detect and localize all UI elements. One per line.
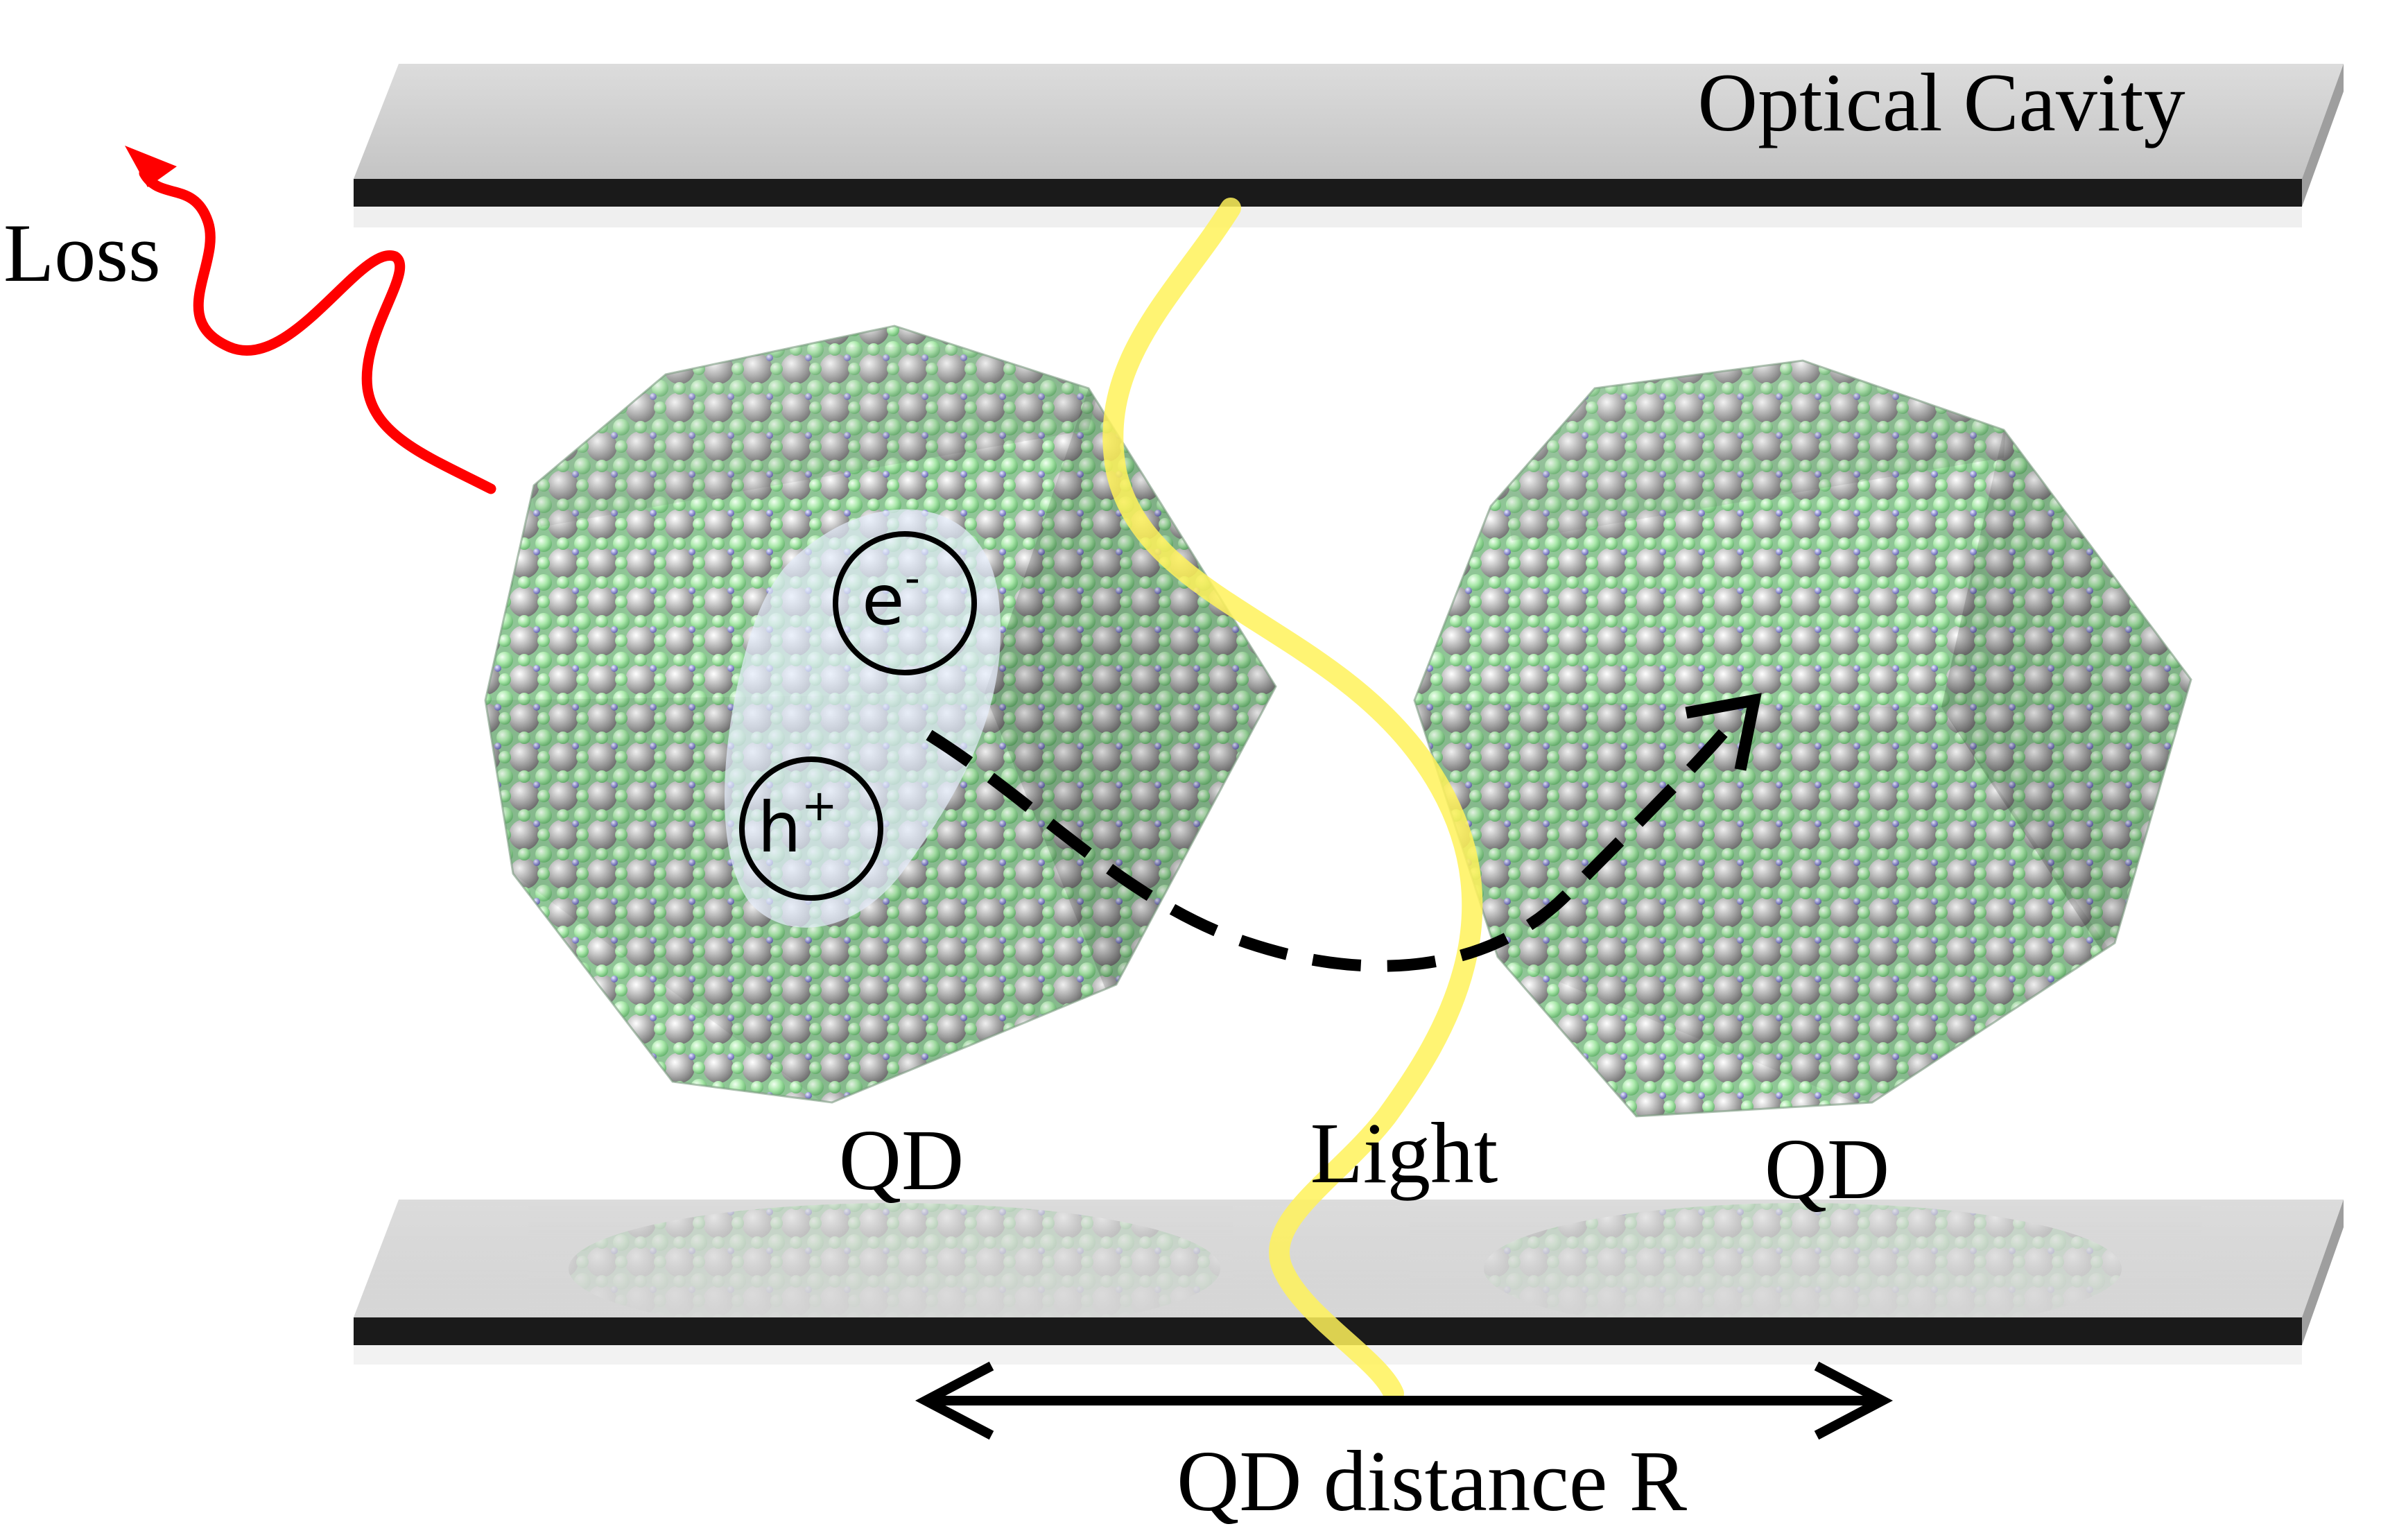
bottom-mirror-shadow	[354, 1345, 2302, 1365]
electron-charge: -	[905, 553, 920, 603]
top-mirror-shadow	[354, 207, 2302, 227]
quantum-dot-right	[1413, 359, 2192, 1118]
top-mirror-face	[354, 64, 2344, 179]
cavity-label: Optical Cavity	[1697, 56, 2185, 148]
light-beam	[1102, 198, 1483, 1404]
energy-transfer-arrow	[926, 693, 1762, 972]
electron-circle	[833, 531, 977, 675]
top-mirror-edge	[354, 179, 2302, 207]
svg-text:h+: h+	[757, 780, 837, 868]
loss-wave	[139, 168, 496, 494]
distance-label: QD distance R	[1177, 1434, 1688, 1530]
distance-arrow-head-right	[1814, 1361, 1894, 1440]
hole-charge: +	[802, 780, 838, 831]
hole-label: h	[757, 787, 801, 868]
dashed-transfer-path	[926, 717, 1738, 972]
light-label: Light	[1310, 1106, 1498, 1202]
electron-label: e	[862, 560, 905, 641]
hole-circle	[739, 756, 883, 901]
loss-arrow-head	[125, 146, 177, 187]
exciton-cloud	[725, 509, 1001, 928]
hole: h+	[739, 756, 883, 901]
exciton: e- h+	[725, 509, 1001, 928]
qd-left-label: QD	[839, 1113, 964, 1209]
dashed-arrow-head	[1685, 693, 1762, 771]
bottom-mirror	[354, 1200, 2344, 1365]
electron: e-	[833, 531, 977, 675]
qd-right-label: QD	[1765, 1122, 1890, 1218]
top-mirror	[354, 64, 2344, 227]
bottom-mirror-side	[2302, 1200, 2344, 1345]
svg-text:e-: e-	[862, 553, 920, 641]
distance-arrow-head-left	[915, 1361, 994, 1440]
top-mirror-side	[2302, 64, 2344, 207]
loss-label: Loss	[3, 207, 161, 299]
loss-arrow	[125, 146, 496, 494]
distance-arrow	[915, 1361, 1894, 1440]
